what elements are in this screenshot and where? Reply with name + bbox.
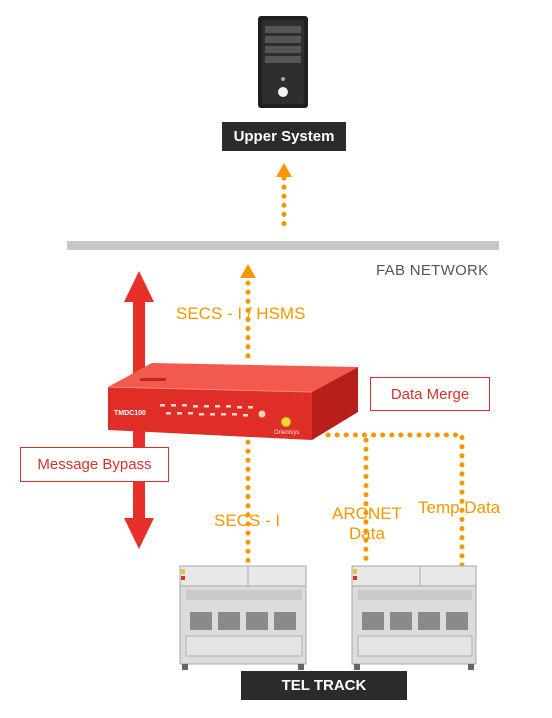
secs-hsms-label: SECS - I / HSMS <box>176 304 306 323</box>
tmdc-device <box>107 363 358 440</box>
temp-data-dotted-line <box>325 432 465 569</box>
tel-track-machine-1 <box>179 565 307 670</box>
upper-system-label: Upper System <box>222 122 346 151</box>
temp-data-label: Temp Data <box>418 498 501 517</box>
message-bypass-label: Message Bypass <box>20 447 169 482</box>
arcnet-label-line1: ARCNET <box>332 504 402 523</box>
tel-track-machine-2 <box>351 565 477 670</box>
device-model-label: TMDC100 <box>114 410 146 417</box>
fab-network-label: FAB NETWORK <box>376 262 489 279</box>
device-brand-label: Orientsys <box>274 430 300 436</box>
arcnet-data-label: ARCNET Data <box>330 504 404 544</box>
server-icon <box>258 16 308 108</box>
data-merge-label: Data Merge <box>370 377 490 411</box>
fab-network-bar <box>67 241 499 250</box>
tel-track-label: TEL TRACK <box>241 671 407 700</box>
secs-i-label: SECS - I <box>214 511 281 530</box>
arcnet-label-line2: Data <box>349 524 385 543</box>
upper-link-arrowhead <box>276 163 292 177</box>
secs-hsms-arrowhead <box>240 264 256 278</box>
